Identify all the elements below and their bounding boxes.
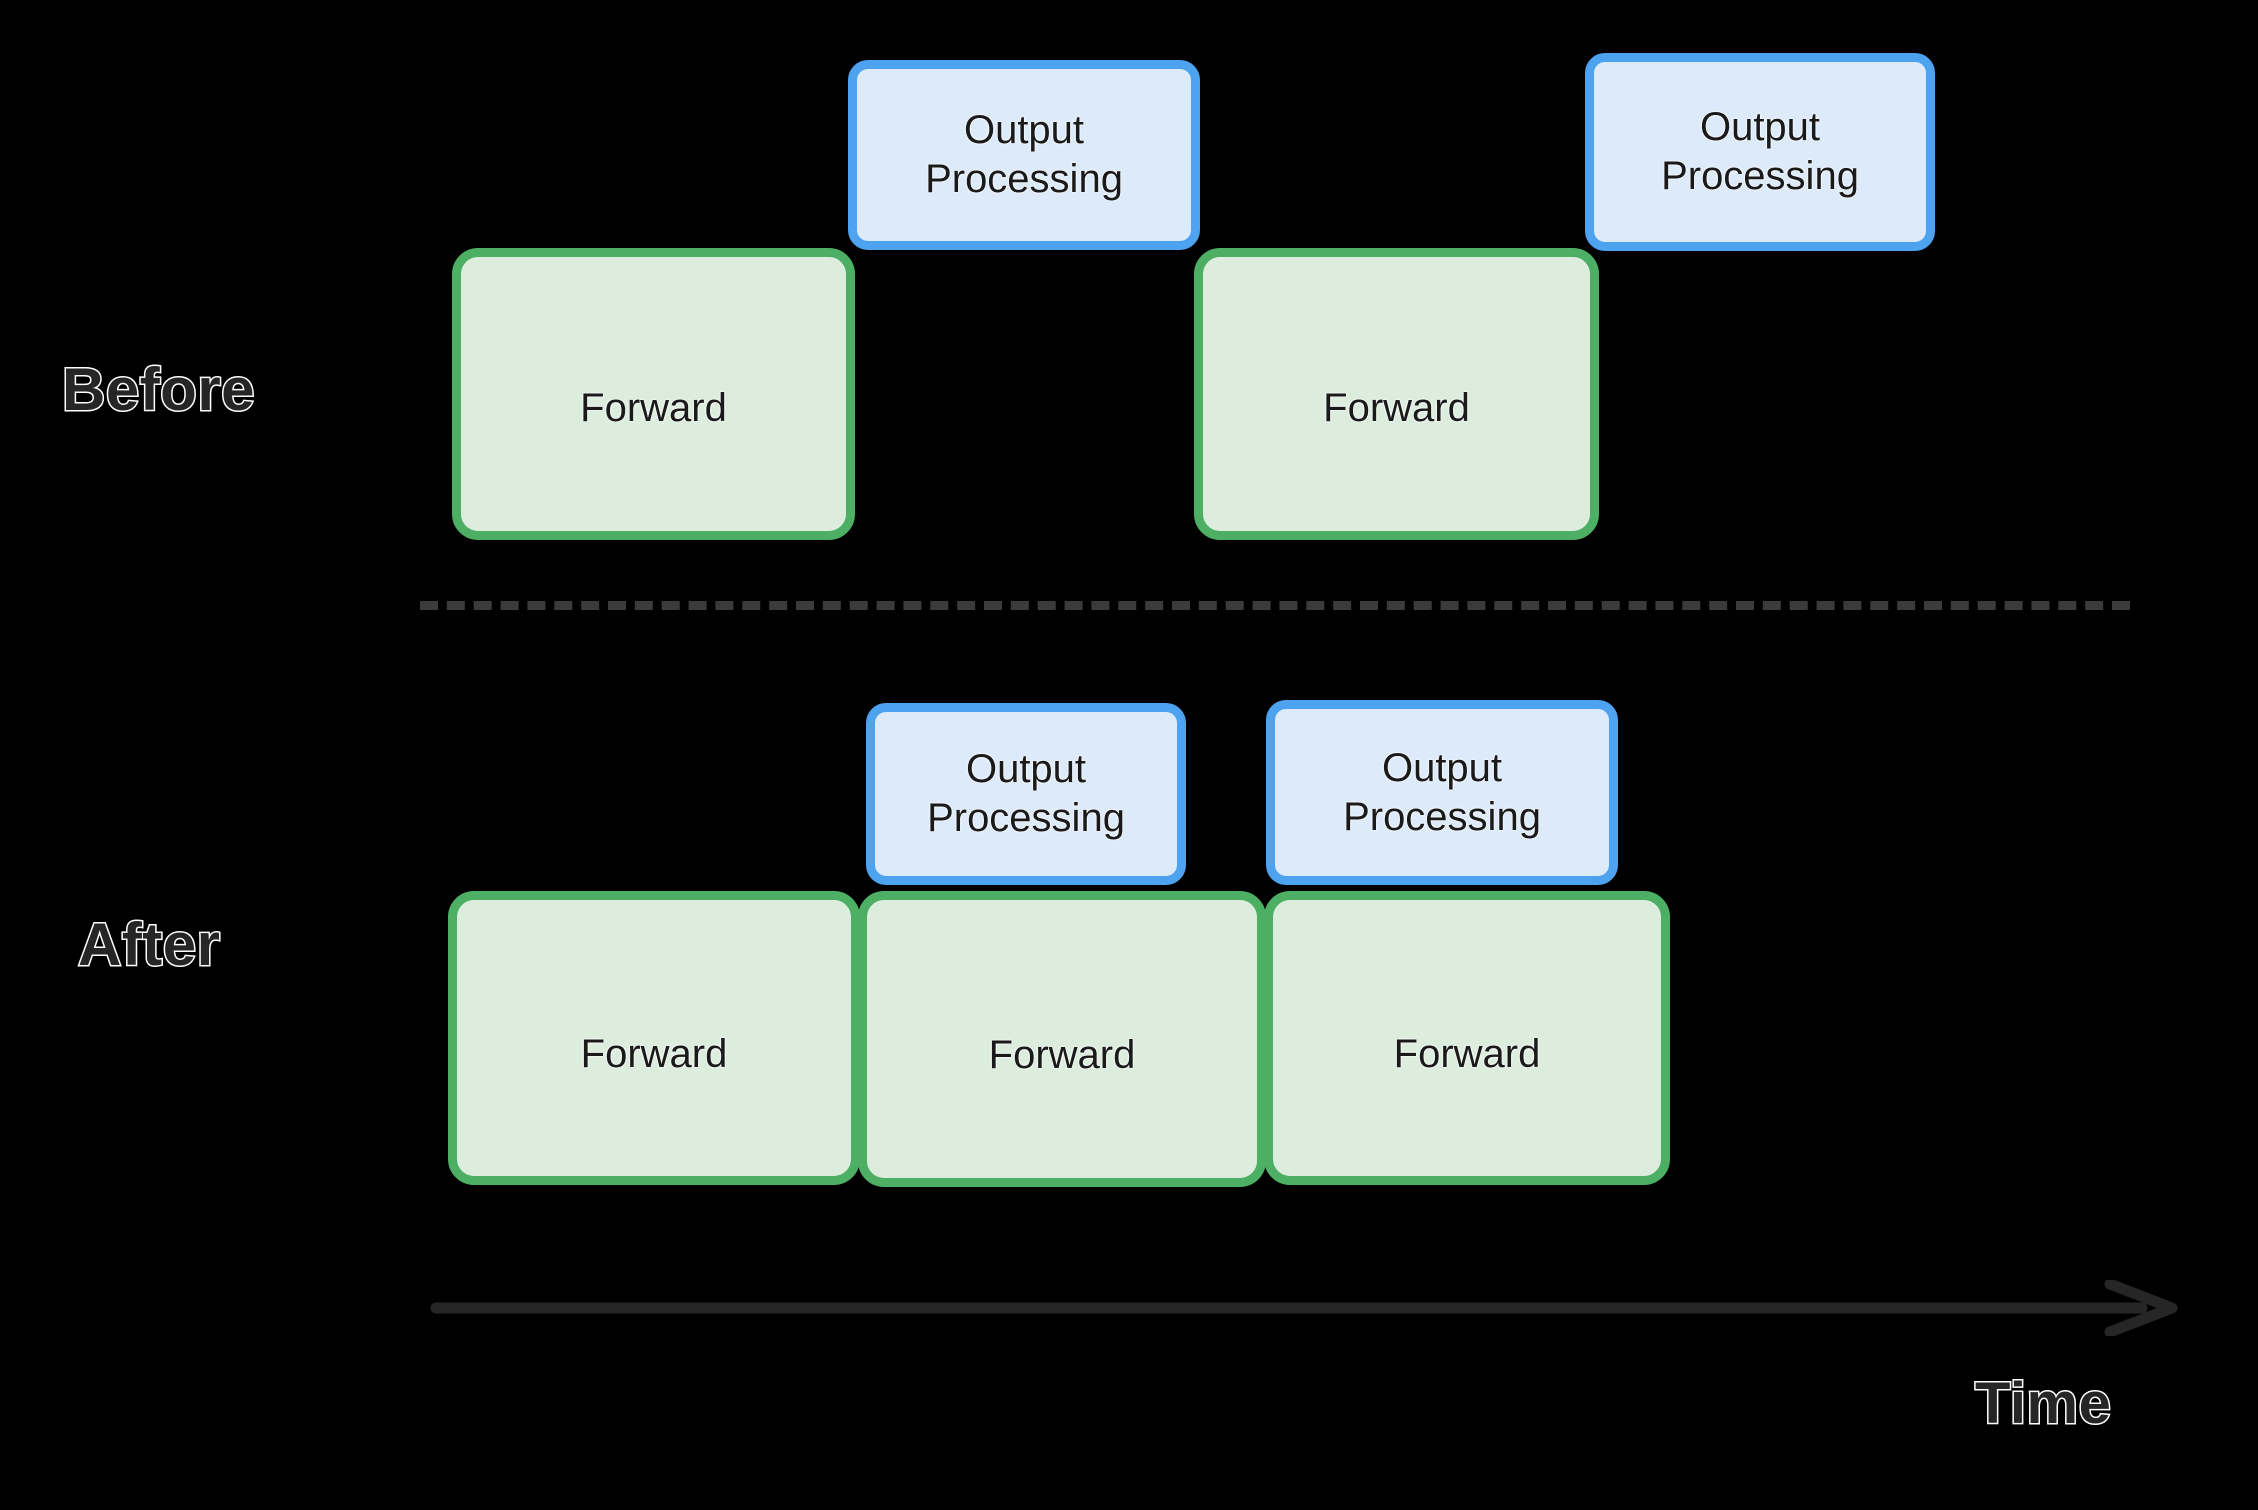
block-label: Forward: [988, 1032, 1136, 1077]
block-label: Forward: [580, 1031, 728, 1076]
block-label-line2: Processing: [927, 796, 1125, 840]
time-axis-label: Time: [1973, 1371, 2112, 1436]
block-label-line1: Output: [1381, 745, 1503, 790]
block-label: Forward: [1323, 385, 1470, 430]
after-forward-block-2: Forward: [858, 891, 1266, 1187]
block-label: Forward: [580, 385, 727, 430]
block-label-line2: Processing: [1661, 154, 1859, 198]
section-divider: [420, 601, 2130, 610]
block-label-line2: Processing: [1343, 794, 1541, 839]
block-label: Forward: [1393, 1031, 1541, 1076]
block-label-line1: Output: [965, 747, 1087, 792]
after-forward-block-3: Forward: [1264, 891, 1670, 1185]
before-forward-block-2: Forward: [1194, 248, 1599, 540]
after-forward-block-1: Forward: [448, 891, 860, 1185]
row-label-after: After: [77, 911, 222, 978]
block-label-line2: Processing: [925, 157, 1123, 201]
block-label-line1: Output: [963, 108, 1085, 153]
block-label-line1: Output: [1699, 105, 1821, 150]
row-label-before: Before: [60, 356, 256, 423]
before-forward-block-1: Forward: [452, 248, 855, 540]
time-axis-arrow-icon: [430, 1280, 2178, 1336]
